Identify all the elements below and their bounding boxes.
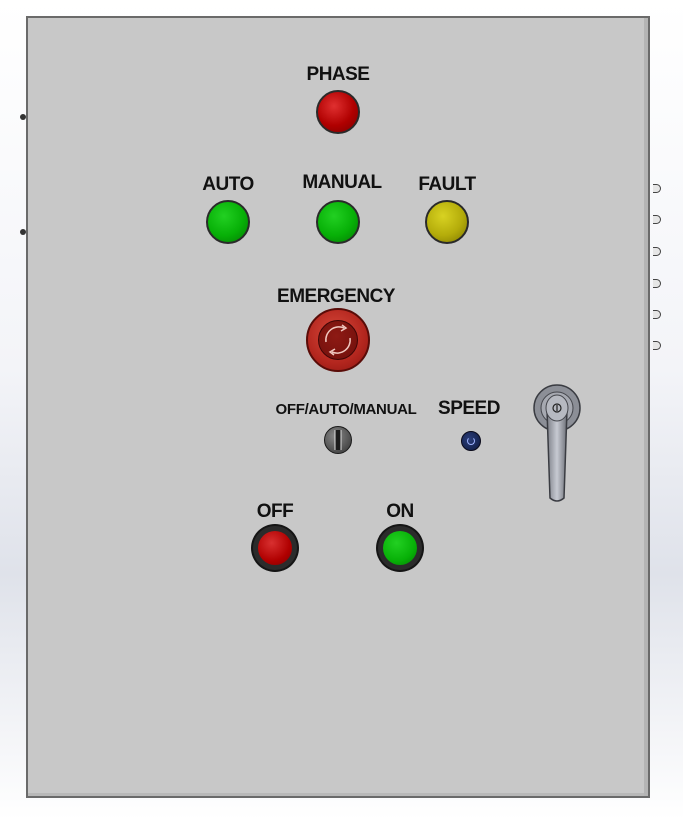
off-push-button[interactable] — [253, 526, 297, 570]
side-latch — [653, 247, 661, 256]
fault-label: FAULT — [418, 174, 476, 195]
on-label: ON — [386, 501, 414, 522]
off-button-cap — [258, 531, 292, 565]
emergency-stop-button[interactable] — [306, 308, 370, 372]
manual-indicator-lamp — [316, 200, 360, 244]
speed-potentiometer-knob[interactable] — [461, 431, 481, 451]
twist-release-arrows-icon — [325, 324, 351, 356]
hinge-bottom — [20, 229, 26, 235]
off-auto-manual-selector-switch[interactable] — [324, 426, 352, 454]
manual-label: MANUAL — [302, 172, 382, 193]
selector-knob-bar — [334, 430, 342, 450]
side-latch — [653, 341, 661, 350]
on-button-cap — [383, 531, 417, 565]
side-latch — [653, 310, 661, 319]
fault-indicator-lamp — [425, 200, 469, 244]
disconnect-handle[interactable] — [531, 380, 583, 505]
emergency-label: EMERGENCY — [277, 286, 395, 307]
side-latch — [653, 279, 661, 288]
phase-label: PHASE — [306, 64, 370, 85]
off-label: OFF — [256, 501, 294, 522]
power-symbol-icon — [467, 437, 475, 445]
auto-indicator-lamp — [206, 200, 250, 244]
phase-indicator-lamp — [316, 90, 360, 134]
side-latch — [653, 215, 661, 224]
side-latch — [653, 184, 661, 193]
speed-label: SPEED — [438, 398, 500, 419]
hinge-top — [20, 114, 26, 120]
selector-label: OFF/AUTO/MANUAL — [275, 401, 417, 418]
auto-label: AUTO — [202, 174, 254, 195]
on-push-button[interactable] — [378, 526, 422, 570]
